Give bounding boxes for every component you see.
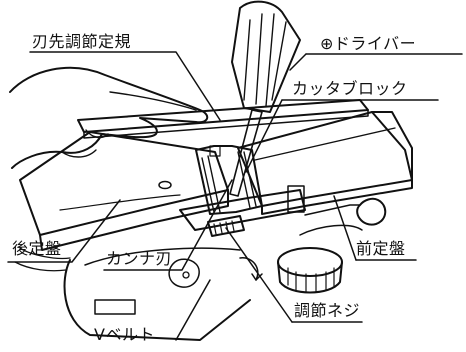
rear-base-plate	[19, 131, 229, 236]
left-hand	[9, 66, 209, 169]
adjust-knob	[356, 197, 387, 226]
label-v-belt: Vベルト	[94, 325, 155, 344]
label-driver: ⊕ドライバー	[320, 34, 417, 53]
label-adjust-screw: 調節ネジ	[294, 301, 361, 320]
screwdriver-handle	[231, 0, 301, 113]
label-planer-blade: カンナ刃	[106, 249, 173, 268]
adjust-screw	[207, 215, 245, 237]
label-front-base: 前定盤	[356, 239, 406, 258]
label-blade-gauge: 刃先調節定規	[32, 32, 132, 51]
label-cutter-block: カッタブロック	[292, 79, 408, 98]
label-rear-base: 後定盤	[12, 239, 62, 258]
